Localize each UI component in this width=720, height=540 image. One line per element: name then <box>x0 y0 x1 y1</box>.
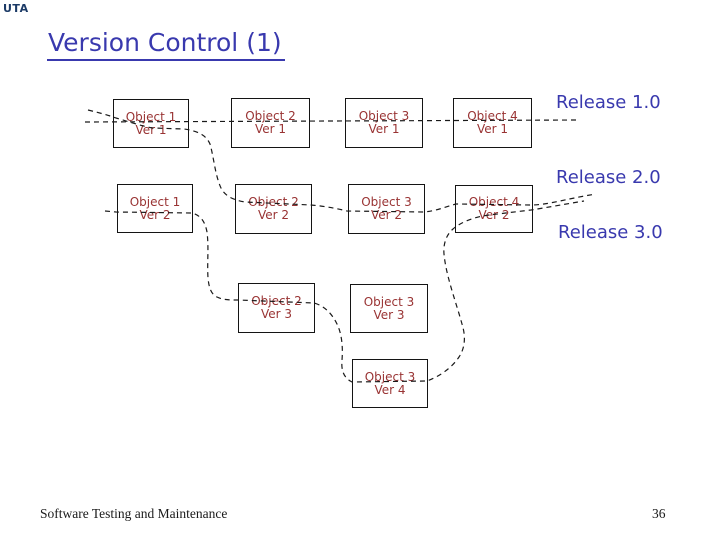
box-version-label: Ver 3 <box>260 307 293 321</box>
footer-text: Software Testing and Maintenance <box>40 506 228 521</box>
box-object-2-ver-1: Object 2 Ver 1 <box>231 98 310 148</box>
box-version-label: Ver 2 <box>139 207 171 222</box>
box-object-3-ver-2: Object 3 Ver 2 <box>348 184 425 234</box>
box-version-label: Ver 1 <box>476 122 509 136</box>
release-1-label: Release 1.0 <box>556 92 661 113</box>
box-object-4-ver-1: Object 4 Ver 1 <box>453 98 532 148</box>
box-version-label: Ver 2 <box>370 208 403 222</box>
box-object-2-ver-2: Object 2 Ver 2 <box>235 184 312 234</box>
box-object-3-ver-3: Object 3 Ver 3 <box>350 284 428 333</box>
box-object-label: Object 1 <box>129 194 181 209</box>
page-number: 36 <box>652 506 666 521</box>
release-2-label: Release 2.0 <box>556 167 661 188</box>
box-object-4-ver-2: Object 4 Ver 2 <box>455 185 533 233</box>
box-object-label: Object 3 <box>364 369 416 384</box>
box-object-label: Object 1 <box>125 109 177 124</box>
box-version-label: Ver 2 <box>257 208 290 222</box>
box-object-1-ver-1: Object 1 Ver 1 <box>113 99 189 148</box>
box-object-label: Object 3 <box>363 294 415 309</box>
box-version-label: Ver 1 <box>135 122 167 137</box>
box-version-label: Ver 4 <box>374 382 406 397</box>
box-version-label: Ver 1 <box>368 122 400 136</box>
page-title: Version Control (1) <box>47 28 285 61</box>
box-object-3-ver-4: Object 3 Ver 4 <box>352 359 428 408</box>
uta-logo: UTA <box>3 2 29 15</box>
box-version-label: Ver 3 <box>373 307 405 322</box>
release-3-label: Release 3.0 <box>558 222 663 243</box>
box-object-3-ver-1: Object 3 Ver 1 <box>345 98 423 148</box>
box-version-label: Ver 2 <box>478 208 510 222</box>
box-object-2-ver-3: Object 2 Ver 3 <box>238 283 315 333</box>
box-version-label: Ver 1 <box>254 122 287 136</box>
box-object-1-ver-2: Object 1 Ver 2 <box>117 184 193 233</box>
